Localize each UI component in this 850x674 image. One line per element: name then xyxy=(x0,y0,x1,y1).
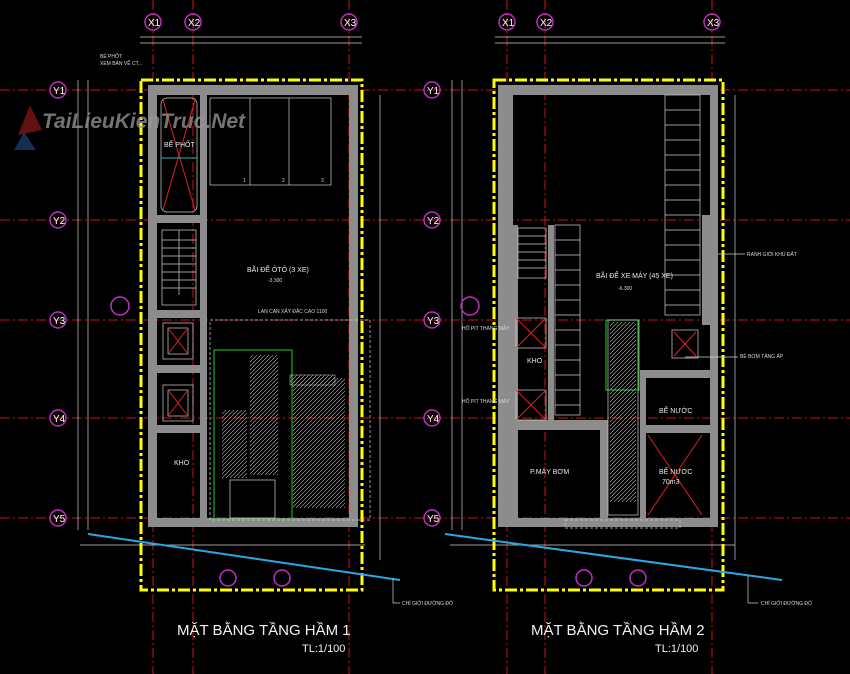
section-marker xyxy=(219,569,237,587)
storage-label-2: KHO xyxy=(527,358,543,365)
svg-text:X2: X2 xyxy=(540,18,553,29)
svg-text:Y4: Y4 xyxy=(53,414,66,425)
watermark-text: TaiLieuKienTruc.Net xyxy=(42,110,246,133)
section-marker xyxy=(460,296,480,316)
svg-text:1: 1 xyxy=(243,178,246,184)
ramp xyxy=(209,319,371,521)
axis-bubbles-plan2: X1 X2 X3 Y1 Y2 Y3 Y4 Y5 xyxy=(423,13,721,527)
booster-pump-note: BỂ BƠM TĂNG ÁP xyxy=(740,353,784,360)
svg-text:X1: X1 xyxy=(502,18,515,29)
watermark-logo-icon xyxy=(18,105,42,135)
red-line-boundary-2 xyxy=(444,533,783,581)
svg-text:Y2: Y2 xyxy=(427,216,440,227)
level-label: -3.300 xyxy=(268,278,282,284)
site-boundary-plan2 xyxy=(492,78,725,592)
pump-room-label: P.MÁY BƠM xyxy=(530,467,569,476)
section-marker xyxy=(110,296,130,316)
parking-label-2: BÃI ĐỂ XE MÁY (45 XE) xyxy=(596,271,673,280)
svg-text:X3: X3 xyxy=(344,18,357,29)
dimension-lines xyxy=(77,36,736,560)
svg-text:Y3: Y3 xyxy=(427,316,440,327)
axis-bubbles-plan1: X1 X2 X3 Y1 Y2 Y3 Y4 Y5 xyxy=(49,13,358,527)
water-tank-label: BỂ NƯỚC xyxy=(659,406,692,415)
svg-text:2: 2 xyxy=(282,178,285,184)
parking-stalls: 1 2 3 xyxy=(209,97,332,186)
railing-note: LAN CAN XÂY ĐẶC CAO 1100 xyxy=(258,308,328,315)
septic-label: BỂ PHỐT xyxy=(164,139,195,149)
plan2-scale: TL:1/100 xyxy=(655,643,698,655)
site-boundary-plan1 xyxy=(139,78,364,592)
stair xyxy=(161,229,197,306)
plan2-title: MẶT BẰNG TẦNG HẦM 2 xyxy=(531,621,705,639)
septic-tank xyxy=(160,97,198,213)
red-line-label: CHỈ GIỚI ĐƯỜNG ĐỎ xyxy=(402,600,453,607)
septic-note: BỂ PHỐT xyxy=(100,53,122,60)
red-line-label-2: CHỈ GIỚI ĐƯỜNG ĐỎ xyxy=(761,600,812,607)
svg-text:X1: X1 xyxy=(148,18,161,29)
watermark: TaiLieuKienTruc.Net xyxy=(14,105,246,150)
svg-text:3: 3 xyxy=(321,178,324,184)
section-marker xyxy=(629,569,647,587)
svg-text:X2: X2 xyxy=(188,18,201,29)
svg-text:Y2: Y2 xyxy=(53,216,66,227)
plan2: HỐ PIT THANG MÁY HỐ PIT THANG MÁY KHO BỂ… xyxy=(444,78,812,655)
lift-pit-label-2: HỐ PIT THANG MÁY xyxy=(462,398,510,405)
septic-note-ref: XEM BẢN VẼ CT... xyxy=(100,60,142,67)
svg-text:Y5: Y5 xyxy=(427,514,440,525)
svg-text:Y5: Y5 xyxy=(53,514,66,525)
motorbike-racks xyxy=(554,94,701,416)
land-boundary-label: RANH GIỚI KHU ĐẤT xyxy=(747,251,797,258)
parking-label: BÃI ĐỂ ÔTÔ (3 XE) xyxy=(247,265,309,274)
svg-text:Y4: Y4 xyxy=(427,414,440,425)
storage-label: KHO xyxy=(174,460,190,467)
ramp-2 xyxy=(605,319,640,516)
water-tank-2-label: BỂ NƯỚC xyxy=(659,467,692,476)
plan1: BỂ PHỐT KHO 1 2 3 BÃI ĐỂ ÔTÔ (3 XE) -3.3… xyxy=(87,53,453,655)
plan1-scale: TL:1/100 xyxy=(302,643,345,655)
section-marker xyxy=(575,569,593,587)
level-label-2: -6.300 xyxy=(618,286,632,292)
plan1-title: MẶT BẰNG TẦNG HẦM 1 xyxy=(177,621,351,639)
svg-text:Y1: Y1 xyxy=(53,86,66,97)
elevator-shaft xyxy=(162,322,194,422)
svg-text:Y1: Y1 xyxy=(427,86,440,97)
svg-text:X3: X3 xyxy=(707,18,720,29)
lift-pit-label: HỐ PIT THANG MÁY xyxy=(462,325,510,332)
red-line-boundary xyxy=(87,533,401,581)
svg-text:Y3: Y3 xyxy=(53,316,66,327)
water-tank-2-volume: 70m3 xyxy=(662,479,680,486)
section-marker xyxy=(273,569,291,587)
